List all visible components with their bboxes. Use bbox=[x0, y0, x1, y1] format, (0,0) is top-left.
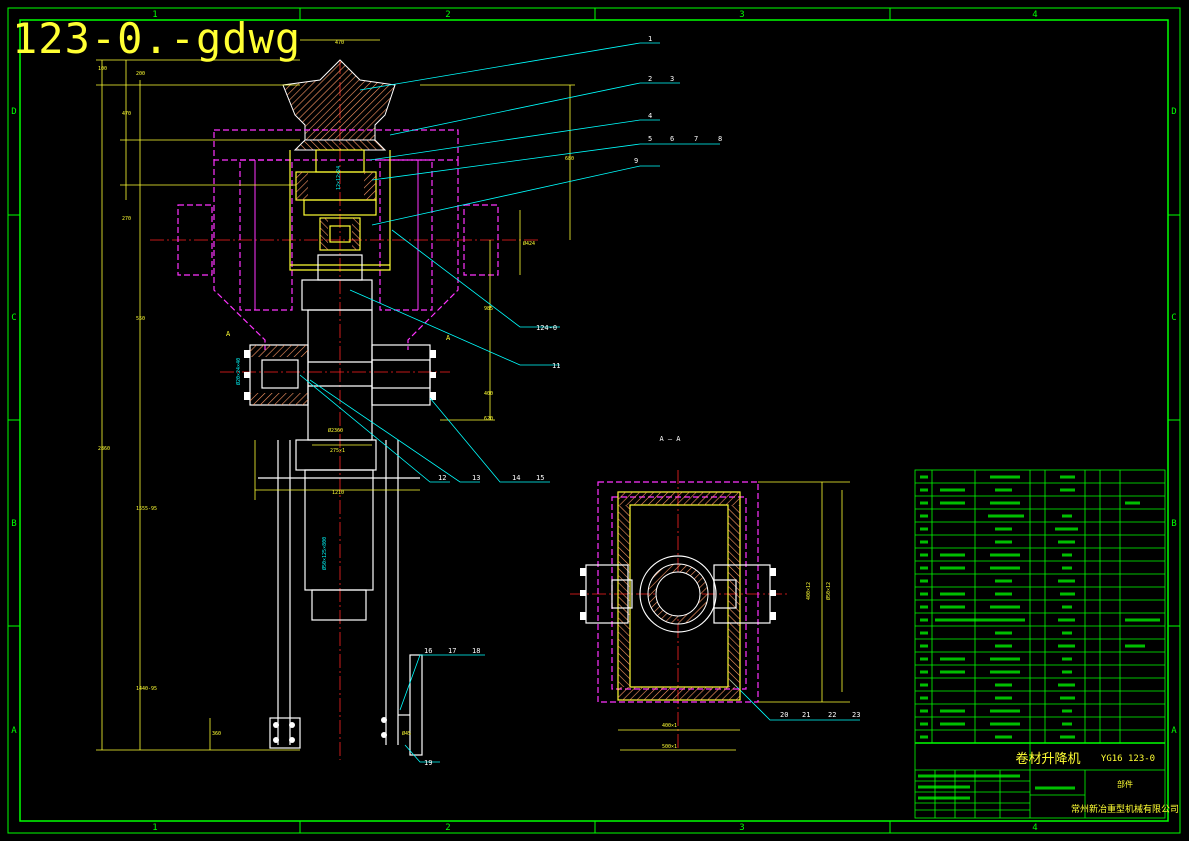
parts-list-text-marks bbox=[918, 475, 1160, 800]
title-block-part: 部件 bbox=[1117, 779, 1133, 789]
callout-11: 11 bbox=[552, 362, 560, 370]
callout-18: 18 bbox=[472, 647, 480, 655]
callout-9: 9 bbox=[634, 157, 638, 165]
col-label-bottom-2: 2 bbox=[445, 823, 450, 833]
callout-21: 21 bbox=[802, 711, 810, 719]
svg-text:270: 270 bbox=[122, 216, 131, 222]
parts-list-table bbox=[914, 469, 1166, 819]
section-mark-left: A bbox=[226, 330, 231, 338]
callout-14: 14 bbox=[512, 474, 520, 482]
svg-text:620: 620 bbox=[484, 416, 493, 422]
callout-1: 1 bbox=[648, 35, 652, 43]
row-label-left-c: C bbox=[11, 313, 16, 323]
callout-23: 23 bbox=[852, 711, 860, 719]
section-label: A — A bbox=[659, 435, 681, 443]
leader-lines bbox=[299, 42, 860, 763]
svg-text:2860: 2860 bbox=[98, 446, 110, 452]
section-view-a-a: A — A bbox=[570, 435, 850, 751]
svg-text:Ø424: Ø424 bbox=[523, 240, 535, 247]
callout-2: 2 bbox=[648, 75, 652, 83]
svg-text:1210: 1210 bbox=[332, 490, 344, 496]
svg-text:Ø20×24×40: Ø20×24×40 bbox=[235, 358, 242, 385]
svg-text:550: 550 bbox=[136, 316, 145, 322]
callout-3: 3 bbox=[670, 75, 674, 83]
svg-text:470: 470 bbox=[335, 40, 344, 46]
callout-20: 20 bbox=[780, 711, 788, 719]
svg-text:680: 680 bbox=[565, 156, 574, 162]
col-label-bottom-1: 1 bbox=[152, 823, 157, 833]
svg-text:400×12: 400×12 bbox=[806, 582, 812, 600]
col-label-bottom-3: 3 bbox=[739, 823, 744, 833]
saddle-head bbox=[282, 59, 396, 141]
file-title: 123-0.-gdwg bbox=[12, 14, 302, 63]
title-block-name: 卷材升降机 bbox=[1015, 751, 1080, 767]
callout-13: 13 bbox=[472, 474, 480, 482]
svg-text:200: 200 bbox=[136, 71, 145, 77]
row-label-left-d: D bbox=[11, 107, 16, 117]
callout-16: 16 bbox=[424, 647, 432, 655]
svg-text:500×1: 500×1 bbox=[662, 744, 677, 750]
row-label-left-a: A bbox=[11, 726, 17, 736]
main-elevation-view: 100 200 470 270 550 2860 1555-95 1440-95… bbox=[96, 39, 575, 760]
callout-12: 12 bbox=[438, 474, 446, 482]
svg-text:400: 400 bbox=[484, 391, 493, 397]
svg-text:100: 100 bbox=[98, 66, 107, 72]
title-block-drawing-no: YG16 123-0 bbox=[1101, 754, 1155, 764]
section-mark-right: A bbox=[446, 334, 451, 342]
svg-text:985: 985 bbox=[484, 306, 493, 312]
svg-text:1555-95: 1555-95 bbox=[136, 506, 157, 512]
svg-text:360: 360 bbox=[212, 731, 221, 737]
callout-19: 19 bbox=[424, 759, 432, 767]
svg-text:12×12×24: 12×12×24 bbox=[336, 166, 342, 190]
title-block-company: 常州新冶重型机械有限公司 bbox=[1071, 803, 1179, 815]
title-block: 卷材升降机 YG16 123-0 部件 常州新冶重型机械有限公司 bbox=[1015, 751, 1179, 815]
drawing-frame bbox=[7, 7, 1181, 834]
callout-5: 5 bbox=[648, 135, 652, 143]
callout-7: 7 bbox=[694, 135, 698, 143]
row-label-right-c: C bbox=[1171, 313, 1176, 323]
col-label-top-4: 4 bbox=[1032, 10, 1037, 20]
callout-labels: 1 2 3 4 5 6 7 8 9 124-0 11 12 13 14 15 1… bbox=[226, 35, 860, 767]
callout-22: 22 bbox=[828, 711, 836, 719]
svg-text:Ø45: Ø45 bbox=[402, 730, 411, 737]
callout-6: 6 bbox=[670, 135, 674, 143]
col-label-bottom-4: 4 bbox=[1032, 823, 1037, 833]
callout-15: 15 bbox=[536, 474, 544, 482]
frame-labels: 1 2 3 4 1 2 3 4 D C B A D C B A bbox=[11, 10, 1177, 833]
row-label-left-b: B bbox=[11, 519, 16, 529]
svg-text:470: 470 bbox=[122, 111, 131, 117]
svg-text:1440-95: 1440-95 bbox=[136, 686, 157, 692]
svg-text:Ø50×125×800: Ø50×125×800 bbox=[321, 537, 328, 570]
callout-4: 4 bbox=[648, 112, 652, 120]
callout-124-0: 124-0 bbox=[536, 324, 557, 332]
callout-8: 8 bbox=[718, 135, 722, 143]
col-label-top-3: 3 bbox=[739, 10, 744, 20]
col-label-top-2: 2 bbox=[445, 10, 450, 20]
row-label-right-d: D bbox=[1171, 107, 1176, 117]
svg-text:Ø2360: Ø2360 bbox=[328, 427, 343, 434]
svg-text:275×1: 275×1 bbox=[330, 448, 345, 454]
col-label-top-1: 1 bbox=[152, 10, 157, 20]
row-label-right-a: A bbox=[1171, 726, 1177, 736]
svg-text:400×1: 400×1 bbox=[662, 723, 677, 729]
row-label-right-b: B bbox=[1171, 519, 1176, 529]
callout-17: 17 bbox=[448, 647, 456, 655]
svg-text:Ø50×12: Ø50×12 bbox=[825, 582, 832, 600]
